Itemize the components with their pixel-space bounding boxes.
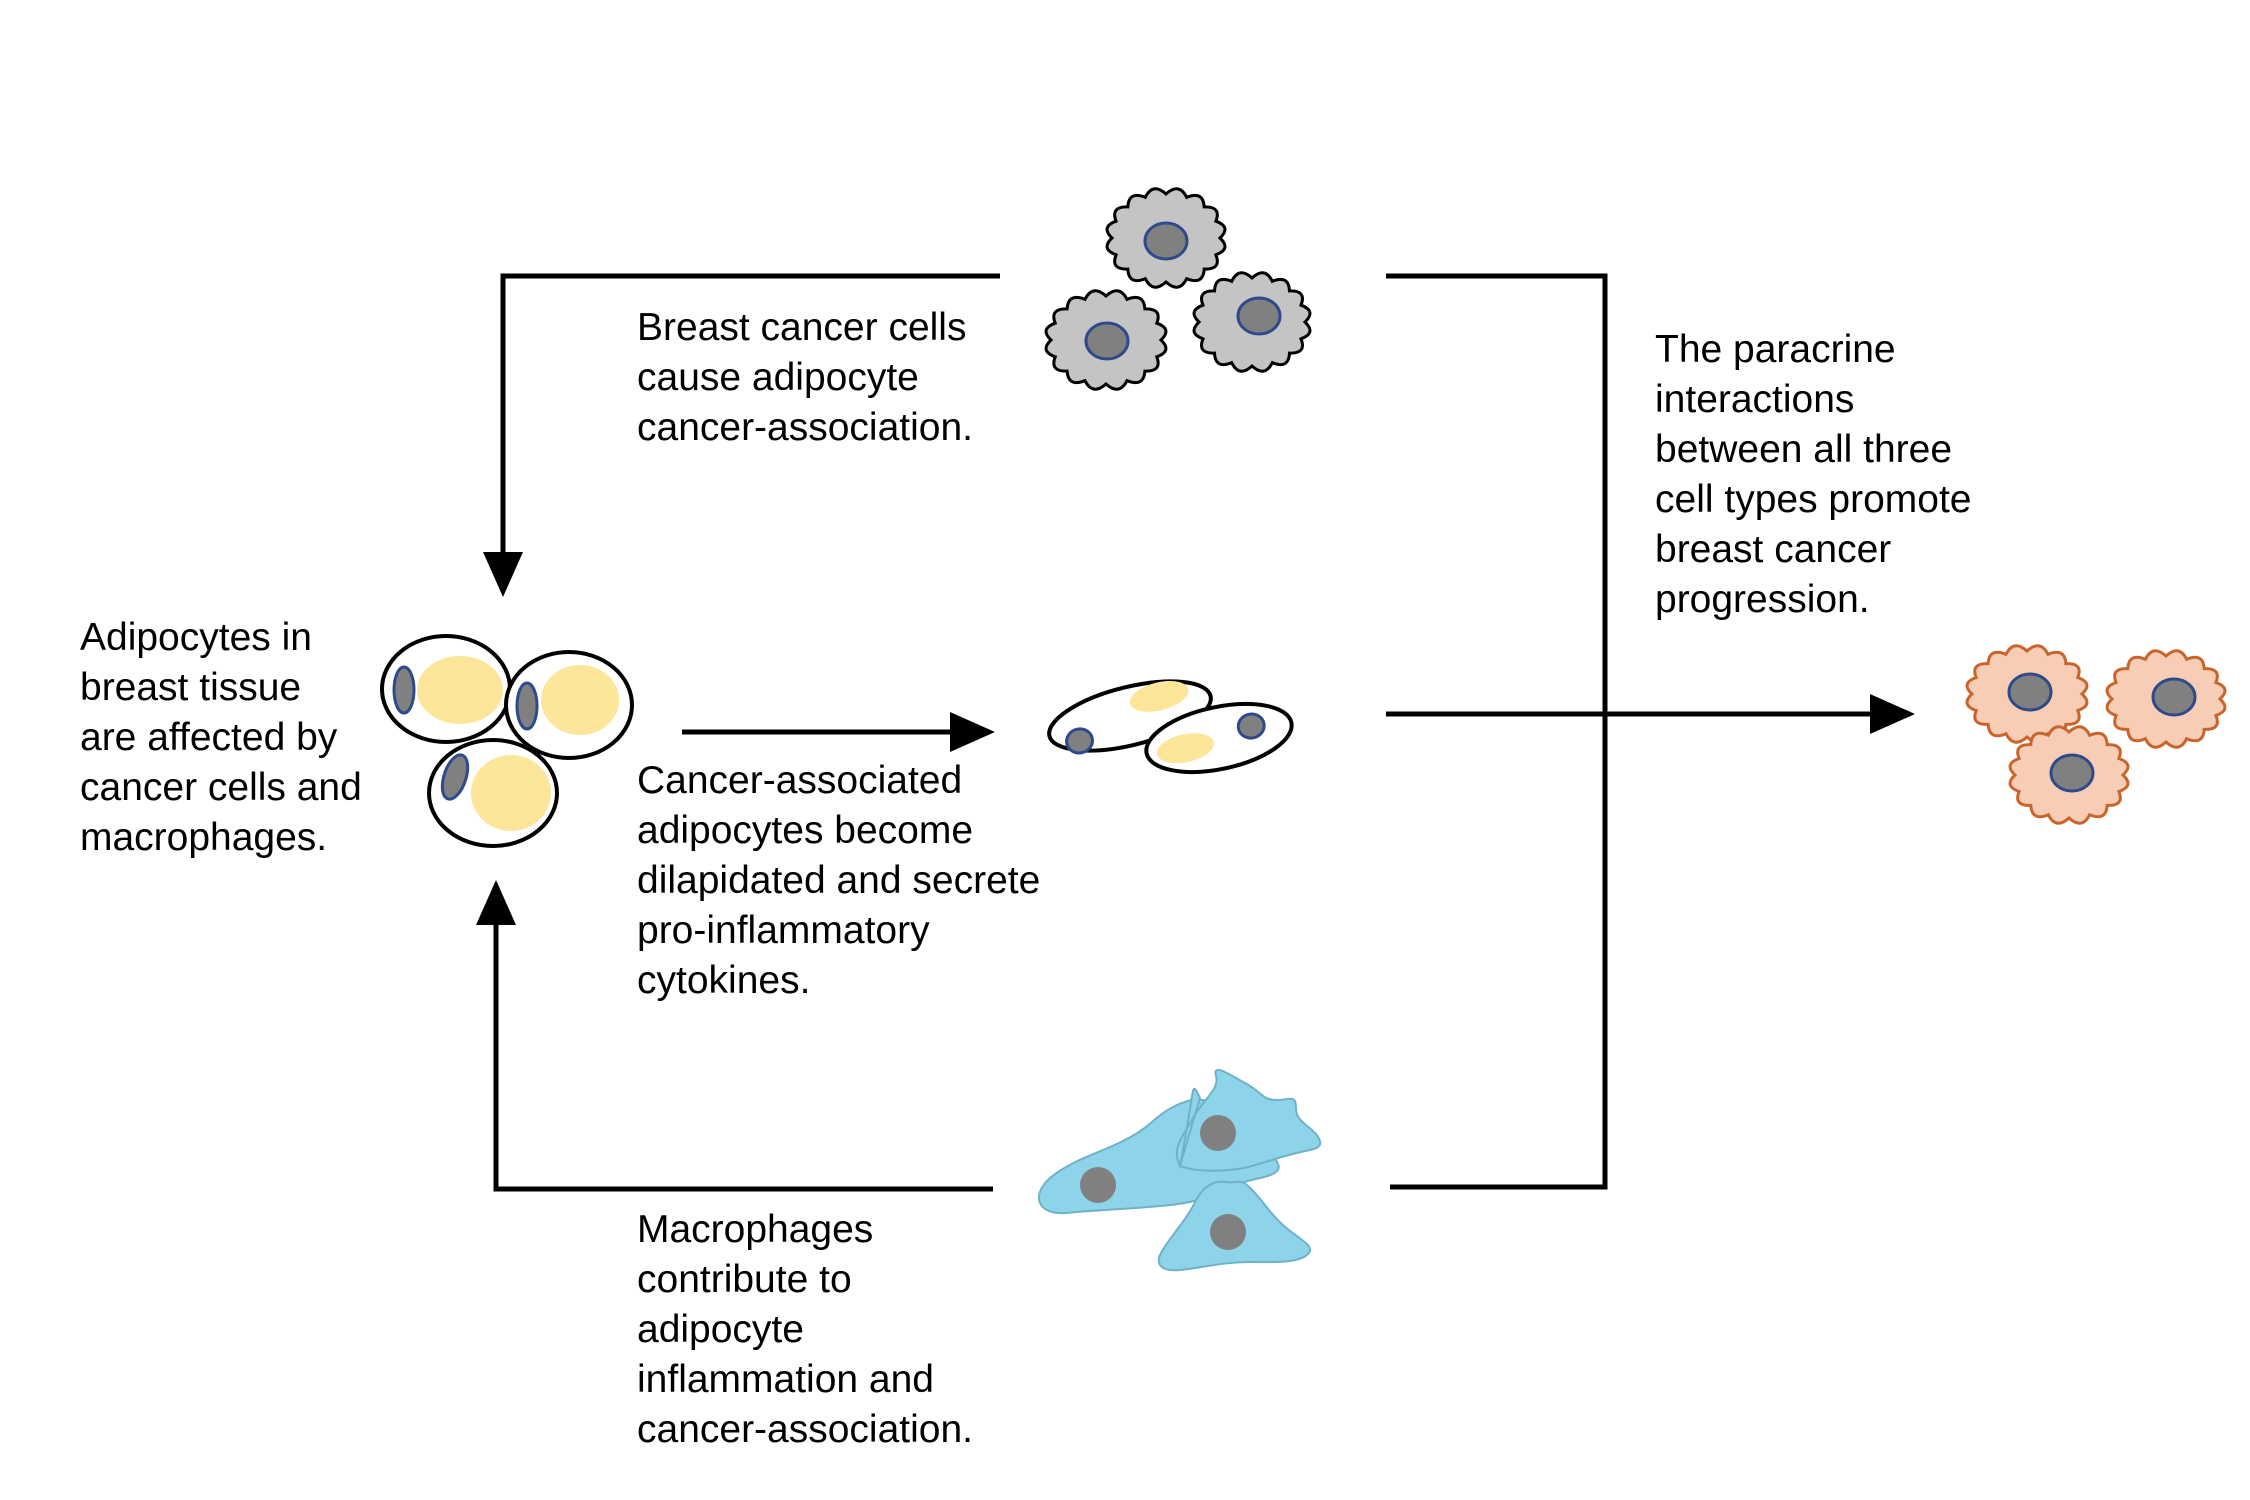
label-line: progression. [1655,578,1870,621]
label-macrophages: Macrophages contribute to adipocyte infl… [637,1205,973,1455]
connectors [476,273,1915,1192]
bracket-right [1386,273,1608,1190]
label-line: adipocytes become [637,809,974,852]
label-line: breast tissue [80,666,302,709]
label-line: pro-inflammatory [637,909,930,952]
progressed-cell-icon [1965,644,2089,744]
label-line: breast cancer [1655,528,1892,571]
label-line: dilapidated and secrete [637,859,1041,902]
label-line: Breast cancer cells [637,306,967,349]
macrophage-icon [1175,1068,1322,1172]
label-line: The paracrine [1655,328,1896,371]
label-line: cytokines. [637,959,811,1002]
progressed-cell-icon [2105,649,2227,749]
macrophages-icon [1038,1068,1322,1272]
label-line: contribute to [637,1258,852,1301]
adipocyte-icon [504,650,634,760]
adipocyte-icon [427,738,559,848]
label-adipocytes: Adipocytes in breast tissue are affected… [80,613,362,863]
arrow-macrophages-to-adipocytes [476,880,993,1192]
cancer-cell-icon [1192,271,1312,373]
label-line: cancer-association. [637,406,973,449]
dilapidated-adipocyte-icon [1144,701,1294,775]
label-line: Cancer-associated [637,759,963,802]
label-line: interactions [1655,378,1855,421]
progressed-cancer-cells-icon [1965,644,2227,825]
label-line: inflammation and [637,1358,934,1401]
arrow-cancer-to-adipocytes [483,273,1000,597]
label-line: cell types promote [1655,478,1972,521]
label-line: adipocyte [637,1308,804,1351]
cancer-cell-icon [1105,187,1227,289]
label-cancer-associated-adipocytes: Cancer-associated adipocytes become dila… [637,756,1040,1006]
cancer-associated-adipocytes-icon [1047,679,1294,775]
label-line: cancer cells and [80,766,362,809]
label-cancer-cells: Breast cancer cells cause adipocyte canc… [637,303,973,453]
macrophage-icon [1157,1180,1311,1272]
label-line: cancer-association. [637,1408,973,1451]
label-line: macrophages. [80,816,328,859]
cancer-cell-icon [1044,289,1168,391]
breast-cancer-cells-icon [1044,187,1312,391]
label-line: cause adipocyte [637,356,919,399]
label-line: Adipocytes in [80,616,312,659]
label-line: are affected by [80,716,338,759]
label-paracrine-interactions: The paracrine interactions between all t… [1655,325,1971,625]
label-line: Macrophages [637,1208,874,1251]
progressed-cell-icon [2008,725,2130,825]
adipocyte-icon [380,634,512,744]
adipocyte-cluster-icon [380,634,634,848]
dilapidated-adipocyte-icon [1047,679,1213,755]
label-line: between all three [1655,428,1953,471]
